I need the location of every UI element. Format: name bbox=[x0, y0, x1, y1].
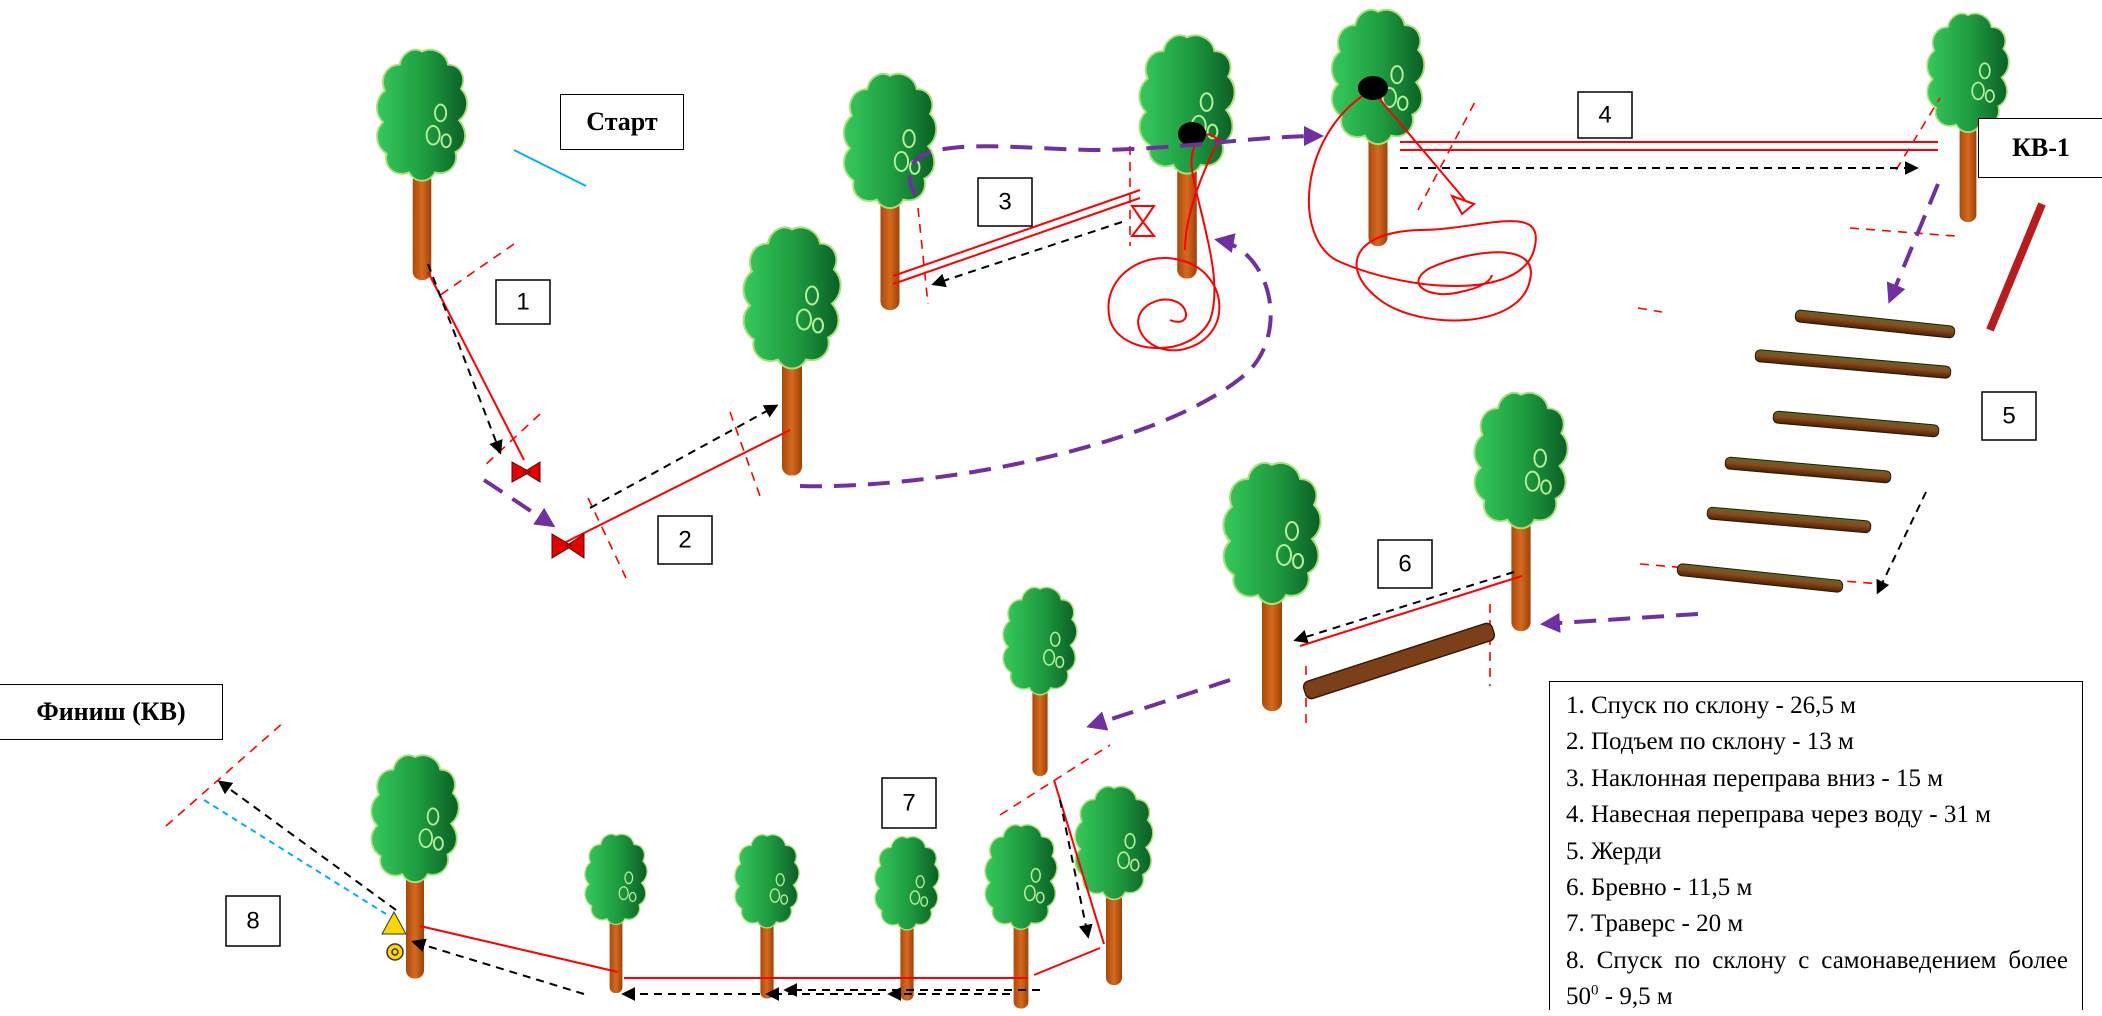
finish-target-icon bbox=[386, 943, 404, 961]
legend-item-6: 6. Бревно - 11,5 м bbox=[1566, 874, 1753, 902]
boundaries bbox=[165, 97, 1956, 827]
stage-box-7-text: 7 bbox=[902, 790, 915, 817]
stage-box-7: 7 bbox=[881, 777, 937, 829]
finish-line bbox=[203, 799, 387, 915]
stage-box-6-text: 6 bbox=[1398, 551, 1411, 578]
stage-box-8-text: 8 bbox=[246, 908, 259, 935]
legend-item-7: 7. Траверс - 20 м bbox=[1566, 910, 1744, 938]
legend-item-8-degree: 0 bbox=[1591, 982, 1599, 999]
start-line bbox=[513, 149, 587, 187]
stage-box-4: 4 bbox=[1577, 91, 1633, 139]
stage-box-3-text: 3 bbox=[998, 189, 1011, 216]
kv1-label: КВ-1 bbox=[1978, 118, 2102, 178]
carabiner-stage2 bbox=[551, 533, 585, 559]
ropes bbox=[419, 89, 2046, 979]
rope-stage4-lead bbox=[1371, 89, 1466, 201]
stage-box-4-text: 4 bbox=[1598, 102, 1611, 129]
rope-coil-stage3 bbox=[1107, 133, 1221, 352]
start-label-text: Старт bbox=[586, 107, 658, 136]
legend-item-1: 1. Спуск по склону - 26,5 м bbox=[1566, 692, 1856, 719]
stage-box-2: 2 bbox=[657, 515, 713, 565]
tree-stage4-start bbox=[1330, 8, 1426, 247]
stage-box-6: 6 bbox=[1377, 539, 1433, 589]
finish-target-center bbox=[391, 948, 399, 956]
tree-start bbox=[375, 48, 469, 281]
start-label: Старт bbox=[560, 94, 684, 150]
legend-item-3: 3. Наклонная переправа вниз - 15 м bbox=[1566, 764, 1944, 792]
rope-stage3-a bbox=[892, 189, 1141, 277]
tree-stage6-end bbox=[1473, 391, 1569, 633]
arrowhead-stage4 bbox=[1449, 194, 1476, 216]
tree-traverse-4 bbox=[984, 824, 1058, 1010]
stage-box-8: 8 bbox=[225, 895, 281, 947]
tree-traverse-1 bbox=[584, 833, 648, 994]
kv1-label-text: КВ-1 bbox=[2012, 133, 2070, 162]
poles-stage5 bbox=[1676, 309, 1956, 593]
legend-item-4: 4. Навесная переправа через воду - 31 м bbox=[1566, 801, 1991, 829]
rope-kv1-post bbox=[1986, 202, 2046, 332]
finish-label-text: Финиш (КВ) bbox=[36, 697, 186, 726]
rope-finish bbox=[419, 925, 619, 973]
rope-coil-stage4 bbox=[1307, 89, 1537, 322]
rope-stage6 bbox=[1299, 575, 1523, 647]
legend: 1. Спуск по склону - 26,5 м 2. Подъем по… bbox=[1549, 681, 2083, 1010]
tree-stage2-end bbox=[742, 226, 842, 477]
tree-stage7-top bbox=[1002, 586, 1078, 777]
tree-traverse-3 bbox=[874, 836, 940, 1002]
anchor-stage3 bbox=[1178, 122, 1206, 146]
rope-stage7-b bbox=[1033, 947, 1101, 976]
legend-item-2: 2. Подъем по склону - 13 м bbox=[1566, 728, 1854, 756]
stage-box-5-text: 5 bbox=[2002, 403, 2015, 430]
carabiner-stage3 bbox=[1129, 205, 1157, 237]
stage-box-3: 3 bbox=[977, 177, 1033, 227]
legend-item-8-suffix: - 9,5 м bbox=[1598, 983, 1673, 1011]
stage-box-1-text: 1 bbox=[516, 289, 529, 316]
route-arrows bbox=[482, 126, 1940, 731]
legend-item-8-prefix: 8. Спуск по склону с самонаведением боле… bbox=[1566, 946, 2068, 1011]
stage-boxes: 1 2 3 4 5 6 7 8 bbox=[225, 91, 2037, 947]
rope-stage3-b bbox=[892, 197, 1141, 285]
log-stage6 bbox=[1302, 622, 1496, 700]
anchor-stage4 bbox=[1358, 76, 1388, 100]
stage-box-2-text: 2 bbox=[678, 527, 691, 554]
tree-traverse-2 bbox=[734, 834, 800, 1000]
finish-label: Финиш (КВ) bbox=[0, 684, 223, 740]
legend-item-8: 8. Спуск по склону с самонаведением боле… bbox=[1566, 943, 2068, 1016]
stage-box-1: 1 bbox=[495, 279, 551, 325]
anchors bbox=[381, 76, 1476, 961]
legend-item-5: 5. Жерди bbox=[1566, 837, 1662, 865]
carabiner-stage1 bbox=[511, 461, 541, 483]
stage-box-5: 5 bbox=[1981, 391, 2037, 441]
movement-arrows bbox=[217, 161, 1927, 1001]
tree-finish bbox=[370, 754, 460, 980]
finish-warning-icon bbox=[381, 910, 407, 935]
rope-stage2 bbox=[559, 429, 791, 546]
